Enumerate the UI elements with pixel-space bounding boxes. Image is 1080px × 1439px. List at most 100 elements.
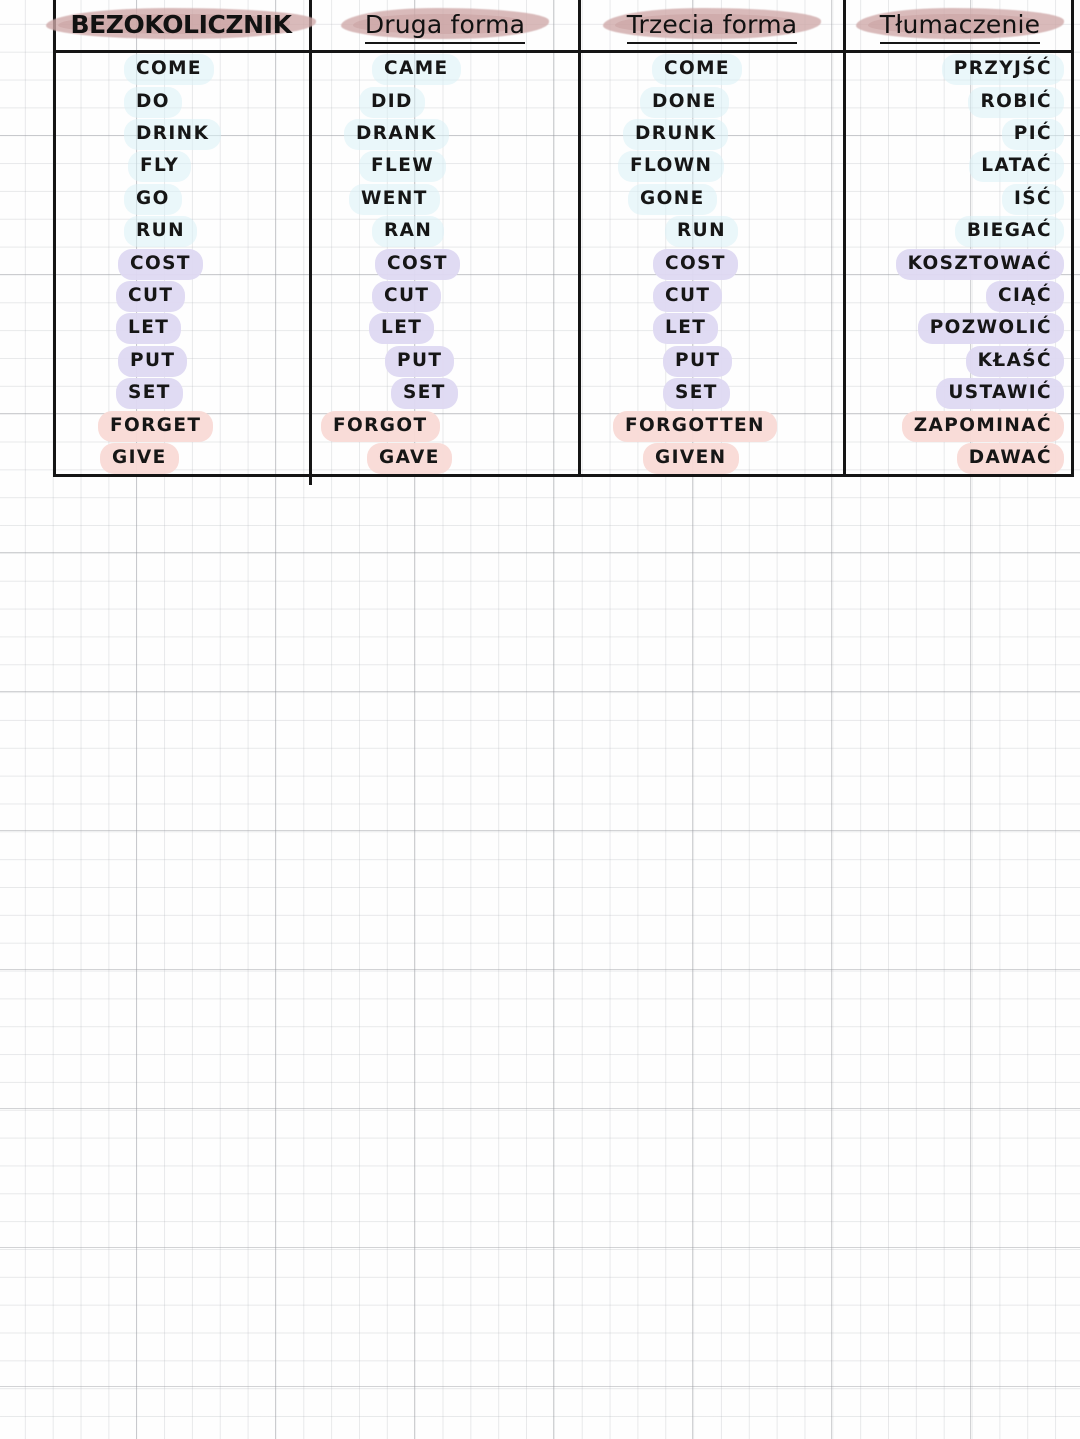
column-header-2: Trzecia forma xyxy=(581,0,843,50)
verb-word: DRINK xyxy=(123,118,222,150)
verb-word: POZWOLIĆ xyxy=(917,313,1065,345)
verb-word: FLEW xyxy=(358,151,447,183)
table-row: DRINK DRANK DRUNK PIĆ xyxy=(53,118,1074,150)
verb-cell-col0: DO xyxy=(53,85,309,118)
header-highlight-swash: Tłumaczenie xyxy=(864,8,1057,44)
table-header-row: BEZOKOLICZNIK Druga forma Trzecia forma Tłu… xyxy=(53,0,1074,50)
column-header-3: Tłumaczenie xyxy=(846,0,1074,50)
verb-word: PUT xyxy=(117,345,188,377)
verb-cell-col2: LET xyxy=(581,312,843,345)
verb-cell-col2: SET xyxy=(581,377,843,410)
verb-cell-col1: GAVE xyxy=(312,442,578,474)
verb-word: BIEGAĆ xyxy=(954,216,1065,248)
verb-cell-col1: DID xyxy=(312,85,578,118)
verb-word: DAWAĆ xyxy=(956,442,1065,474)
table-row: LET LET LET POZWOLIĆ xyxy=(53,312,1074,345)
verb-word: COME xyxy=(124,54,214,86)
table-row: PUT PUT PUT KŁAŚĆ xyxy=(53,345,1074,377)
verb-word: LET xyxy=(368,313,435,345)
column-divider-3 xyxy=(843,0,846,477)
header-highlight-swash: BEZOKOLICZNIK xyxy=(54,8,307,43)
table-row: DO DID DONE ROBIĆ xyxy=(53,85,1074,118)
verb-cell-col1: FLEW xyxy=(312,150,578,183)
verb-cell-col3: CIĄĆ xyxy=(846,280,1074,312)
verb-word: DRUNK xyxy=(622,118,729,150)
verb-word: FLOWN xyxy=(617,151,725,183)
verb-cell-col3: DAWAĆ xyxy=(846,442,1074,474)
verb-cell-col0: DRINK xyxy=(53,118,309,150)
verb-cell-col1: LET xyxy=(312,312,578,345)
verb-cell-col0: COME xyxy=(53,53,309,86)
verb-cell-col0: GIVE xyxy=(53,442,309,474)
column-header-label: Druga forma xyxy=(364,9,526,44)
verb-word: CAME xyxy=(372,54,461,86)
verb-word: WENT xyxy=(349,183,440,215)
verb-cell-col3: ROBIĆ xyxy=(846,85,1074,118)
verb-word: PUT xyxy=(662,345,733,377)
column-header-label: Tłumaczenie xyxy=(879,9,1041,44)
verb-word: CUT xyxy=(652,280,723,312)
header-highlight-swash: Trzecia forma xyxy=(611,8,814,44)
verb-cell-col3: PRZYJŚĆ xyxy=(846,53,1074,86)
verb-word: LATAĆ xyxy=(969,151,1064,183)
verb-cell-col3: LATAĆ xyxy=(846,150,1074,183)
verb-word: DRANK xyxy=(344,118,449,150)
verb-cell-col0: GO xyxy=(53,183,309,215)
verb-table-frame xyxy=(53,0,1074,477)
verb-word: FORGOTTEN xyxy=(613,410,777,442)
verb-cell-col2: PUT xyxy=(581,345,843,377)
verb-word: ROBIĆ xyxy=(968,86,1064,118)
verb-word: GAVE xyxy=(367,442,452,474)
verb-cell-col0: FLY xyxy=(53,150,309,183)
verb-word: PIĆ xyxy=(1001,118,1065,150)
verb-word: FORGOT xyxy=(321,410,440,442)
verb-cell-col1: SET xyxy=(312,377,578,410)
verb-word: IŚĆ xyxy=(1002,183,1064,215)
verb-cell-col3: KOSZTOWAĆ xyxy=(846,247,1074,280)
verb-cell-col3: KŁAŚĆ xyxy=(846,345,1074,377)
verb-cell-col0: LET xyxy=(53,312,309,345)
verb-cell-col3: BIEGAĆ xyxy=(846,215,1074,248)
verb-cell-col1: RAN xyxy=(312,215,578,248)
verb-word: CUT xyxy=(371,280,442,312)
column-header-1: Druga forma xyxy=(312,0,578,50)
verb-cell-col0: PUT xyxy=(53,345,309,377)
verb-word: RUN xyxy=(124,216,197,248)
verb-word: LET xyxy=(115,313,182,345)
verb-cell-col0: CUT xyxy=(53,280,309,312)
verb-cell-col3: ZAPOMINAĆ xyxy=(846,409,1074,442)
verb-cell-col2: RUN xyxy=(581,215,843,248)
verb-word: RAN xyxy=(371,216,445,248)
verb-word: KŁAŚĆ xyxy=(965,345,1065,377)
verb-cell-col3: PIĆ xyxy=(846,118,1074,150)
column-header-label: BEZOKOLICZNIK xyxy=(70,9,292,39)
verb-word: GONE xyxy=(628,183,717,215)
verb-cell-col0: COST xyxy=(53,247,309,280)
verb-word: COST xyxy=(118,248,203,280)
verb-word: SET xyxy=(391,378,458,410)
verb-cell-col1: PUT xyxy=(312,345,578,377)
verb-word: SET xyxy=(663,378,730,410)
verb-cell-col0: SET xyxy=(53,377,309,410)
verb-cell-col1: CUT xyxy=(312,280,578,312)
column-divider-2 xyxy=(578,0,581,477)
verb-cell-col3: IŚĆ xyxy=(846,183,1074,215)
verb-word: SET xyxy=(116,378,183,410)
verb-word: DO xyxy=(124,86,182,118)
column-header-0: BEZOKOLICZNIK xyxy=(53,0,309,50)
table-row: GO WENT GONE IŚĆ xyxy=(53,183,1074,215)
verb-cell-col2: DONE xyxy=(581,85,843,118)
verb-word: CIĄĆ xyxy=(986,280,1064,312)
table-row: CUT CUT CUT CIĄĆ xyxy=(53,280,1074,312)
verb-cell-col2: GIVEN xyxy=(581,442,843,474)
verb-word: FLY xyxy=(127,151,192,183)
verb-word: GO xyxy=(124,183,182,215)
table-row: RUN RAN RUN BIEGAĆ xyxy=(53,215,1074,248)
verb-word: DID xyxy=(359,86,425,118)
verb-cell-col2: DRUNK xyxy=(581,118,843,150)
